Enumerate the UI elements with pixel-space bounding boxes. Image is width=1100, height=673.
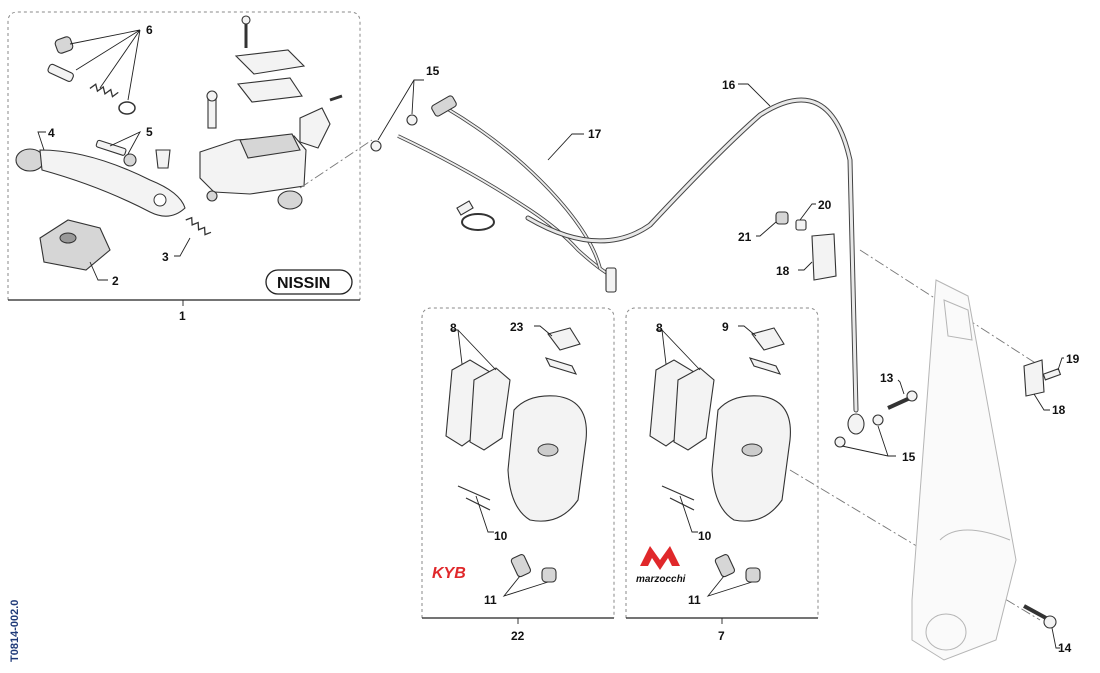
group-1-master-cylinder: 1 6 4 5 3 (7, 11, 361, 323)
part-6-seals: 6 (47, 23, 153, 115)
callout-19: 19 (1066, 352, 1080, 366)
callout-18-right: 18 (1052, 403, 1066, 417)
brake-pad-4 (673, 367, 715, 451)
part-5-pivot-bolt: 5 (95, 125, 171, 169)
part-15-washers-top: 15 (370, 64, 440, 152)
callout-1: 1 (179, 309, 186, 323)
callout-2: 2 (112, 274, 119, 288)
callout-8-kyb: 8 (450, 321, 457, 335)
callout-5: 5 (146, 125, 153, 139)
parts-18-19-fork-bracket: 19 18 (1023, 352, 1080, 417)
part-13-bolt: 13 (880, 371, 918, 410)
callout-15-top: 15 (426, 64, 440, 78)
callout-16: 16 (722, 78, 736, 92)
marzocchi-logo-mark (640, 546, 680, 570)
callout-4: 4 (48, 126, 55, 140)
callout-11-kyb: 11 (484, 593, 497, 607)
callout-10-marzocchi: 10 (698, 529, 712, 543)
marzocchi-logo-text: marzocchi (636, 574, 686, 585)
part-14-axle-bolt: 14 (1023, 604, 1072, 655)
callout-22: 22 (511, 629, 525, 643)
callout-10-kyb: 10 (494, 529, 508, 543)
group-7-marzocchi-caliper: 7 8 9 10 11 marzocchi (625, 307, 819, 643)
callout-13: 13 (880, 371, 894, 385)
drawing-code: T0814-002.0 (9, 600, 21, 662)
group-22-kyb-caliper: 22 8 23 10 11 KYB (421, 307, 615, 643)
callout-7: 7 (718, 629, 725, 643)
callout-3: 3 (162, 250, 169, 264)
parts-20-21-hose-bracket: 20 21 18 (738, 198, 837, 281)
callout-6: 6 (146, 23, 153, 37)
nissin-logo-text: NISSIN (277, 275, 330, 292)
callout-8-marzocchi: 8 (656, 321, 663, 335)
brake-pad-2 (469, 367, 511, 451)
part-15-washers-bottom: 15 (834, 414, 916, 464)
marzocchi-caliper-body (711, 395, 791, 522)
kyb-logo-text: KYB (432, 565, 466, 582)
cable-tie (456, 200, 495, 231)
part-3-spring: 3 (162, 216, 212, 264)
part-2-lever-cover: 2 (39, 219, 119, 288)
part-4-brake-lever: 4 (15, 126, 186, 217)
nissin-brand-badge: NISSIN (265, 269, 353, 295)
callout-18-top: 18 (776, 264, 790, 278)
callout-15-bottom: 15 (902, 450, 916, 464)
callout-9: 9 (722, 320, 729, 334)
callout-17: 17 (588, 127, 602, 141)
part-17-brake-hose: 17 (397, 95, 617, 293)
callout-11-marzocchi: 11 (688, 593, 701, 607)
callout-21: 21 (738, 230, 752, 244)
callout-20: 20 (818, 198, 832, 212)
callout-23: 23 (510, 320, 524, 334)
callout-14: 14 (1058, 641, 1072, 655)
fork-leg (911, 279, 1017, 661)
kyb-caliper-body (507, 395, 587, 522)
master-cylinder-body (199, 15, 343, 210)
part-16-front-brake-hose: 16 (525, 78, 865, 435)
